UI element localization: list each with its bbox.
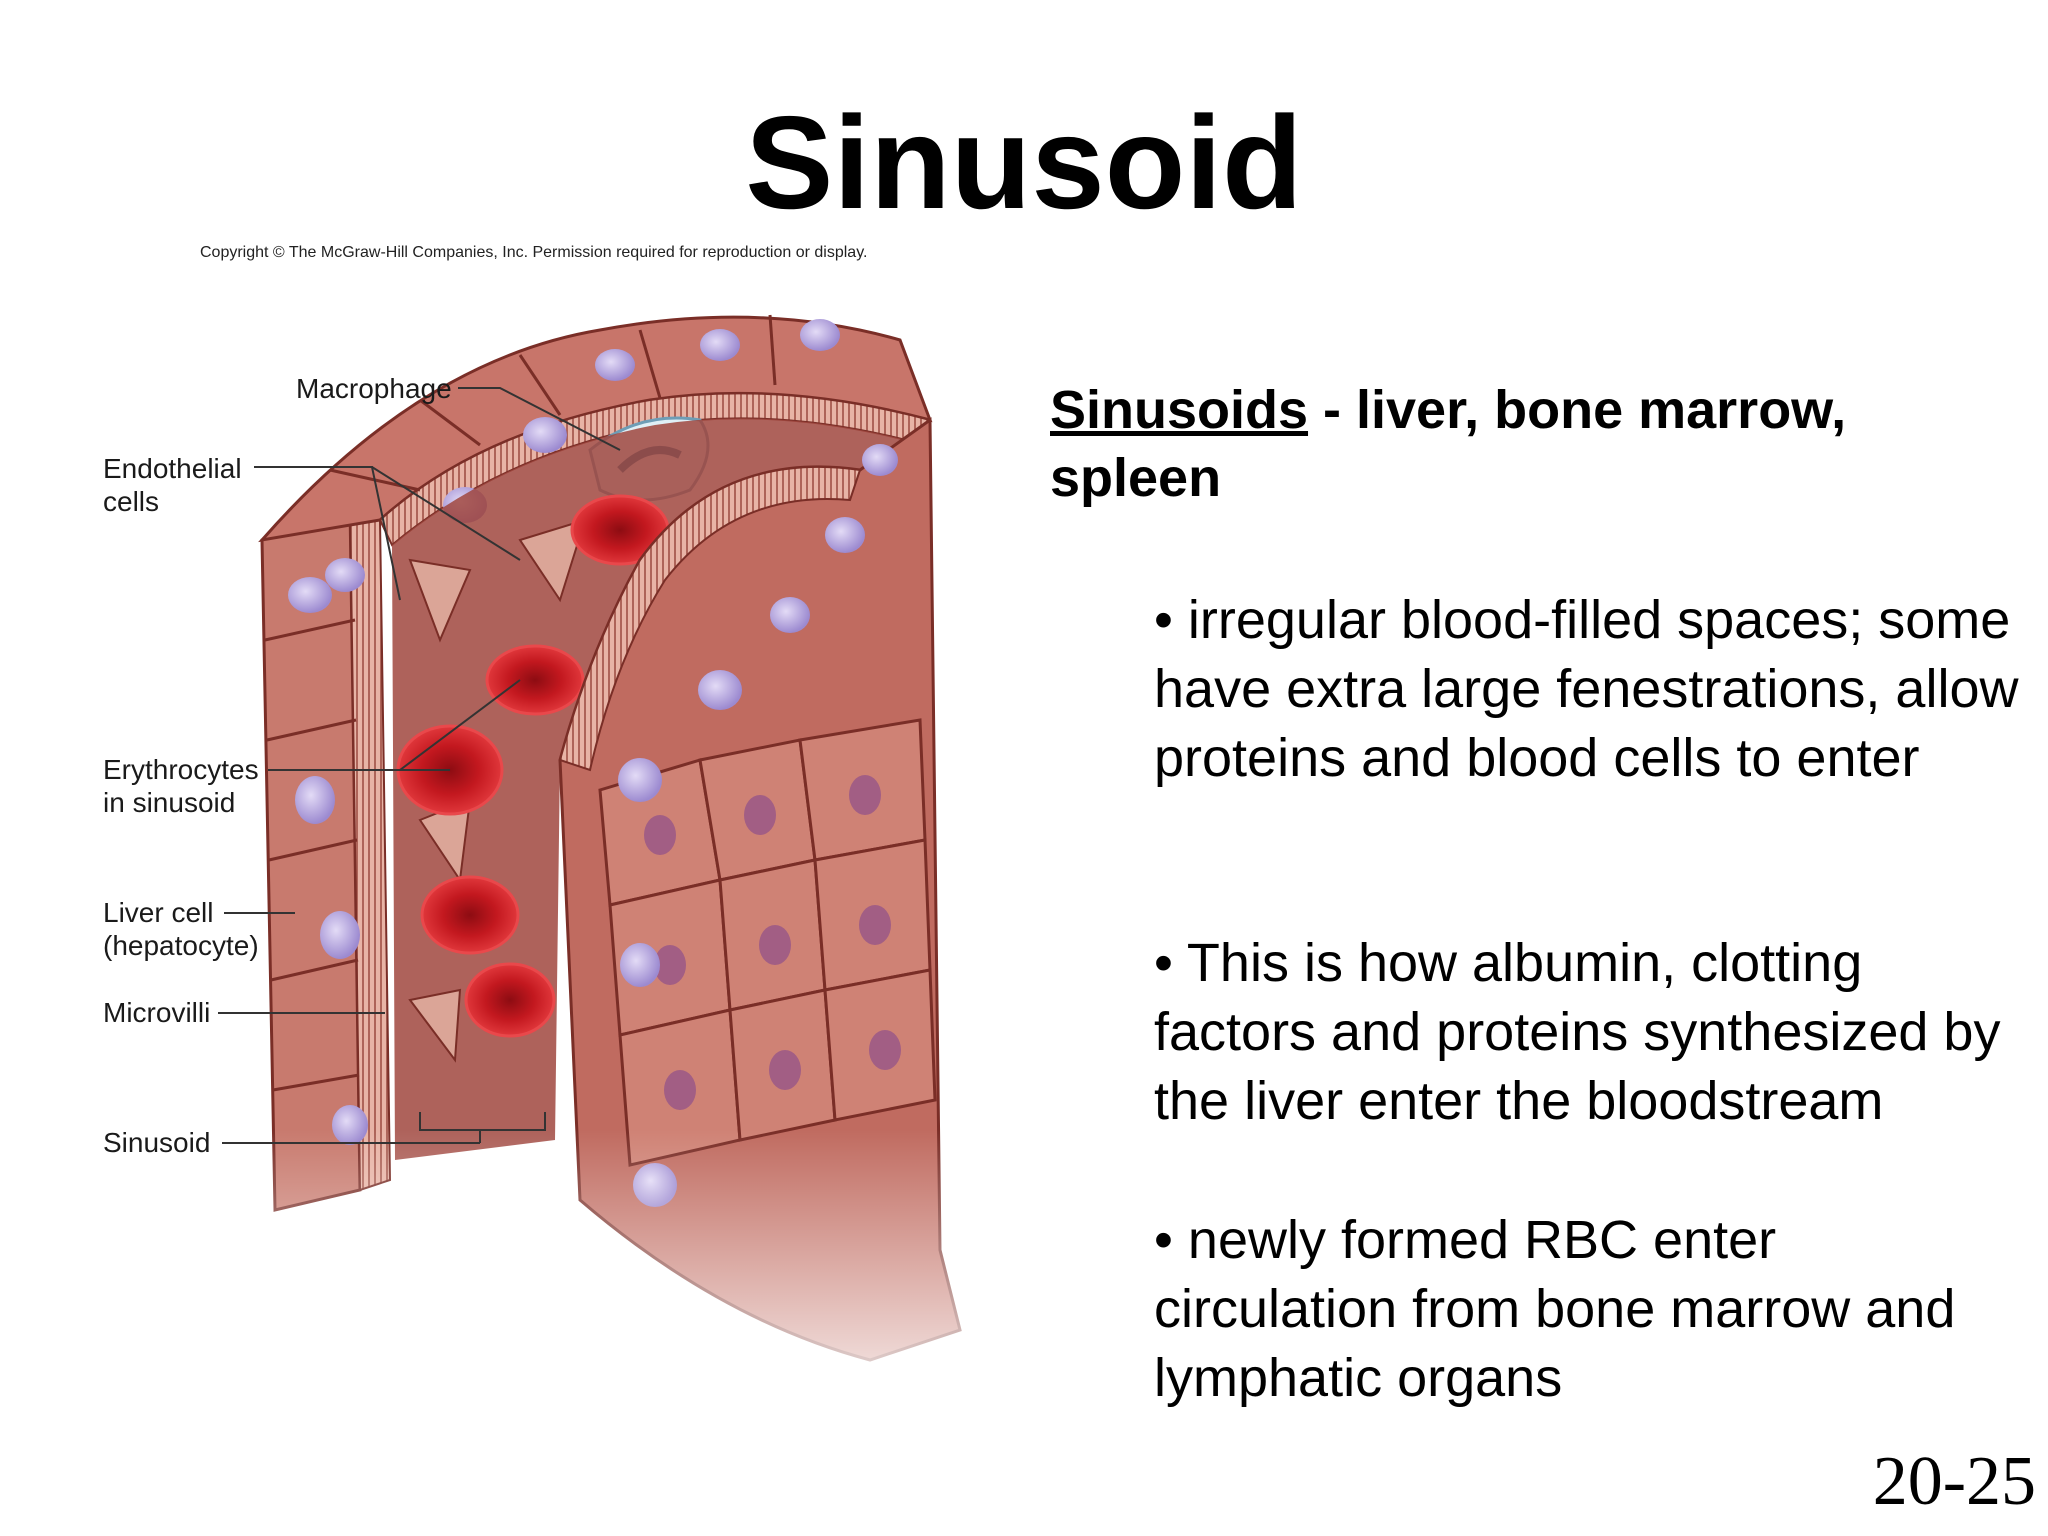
sinusoids-locations: - liver, bone marrow, spleen — [1050, 380, 1847, 508]
label-endothelial-cells-line1: Endothelial — [103, 453, 242, 484]
label-leader-lines — [218, 387, 621, 1144]
label-macrophage: Macrophage — [296, 373, 452, 404]
label-liver-cell-line2: (hepatocyte) — [103, 930, 259, 961]
right-hepatocyte-wall — [558, 417, 962, 1362]
bullet-item: • irregular blood-filled spaces; some ha… — [1154, 590, 2019, 788]
slide-number: 20-25 — [1872, 1443, 2036, 1520]
copyright-notice: Copyright © The McGraw-Hill Companies, I… — [200, 244, 868, 261]
label-sinusoid: Sinusoid — [103, 1127, 211, 1158]
bullet-item: • newly formed RBC enter circulation fro… — [1154, 1210, 1956, 1408]
sinusoids-term: Sinusoids — [1050, 380, 1309, 440]
label-microvilli: Microvilli — [103, 997, 211, 1028]
bullet-item: • This is how albumin, clotting factors … — [1154, 933, 2001, 1131]
erythrocyte — [420, 875, 520, 955]
text-panel: Sinusoids - liver, bone marrow, spleen •… — [1050, 376, 2030, 1408]
label-erythrocytes-line1: Erythrocytes — [103, 754, 259, 785]
slide-title: Sinusoid — [745, 89, 1303, 236]
label-erythrocytes-line2: in sinusoid — [103, 787, 236, 818]
label-endothelial-cells-line2: cells — [103, 486, 160, 517]
erythrocyte — [464, 962, 556, 1038]
sinusoid-diagram-drawing — [0, 314, 1060, 1440]
label-liver-cell-line1: Liver cell — [103, 897, 214, 928]
sinusoid-illustration: Macrophage Endothelial cells Erythrocyte… — [0, 0, 1060, 1440]
erythrocyte — [485, 644, 585, 716]
left-hepatocyte-wall — [260, 502, 392, 1212]
sinusoids-heading: Sinusoids - liver, bone marrow, spleen — [1050, 376, 2030, 512]
